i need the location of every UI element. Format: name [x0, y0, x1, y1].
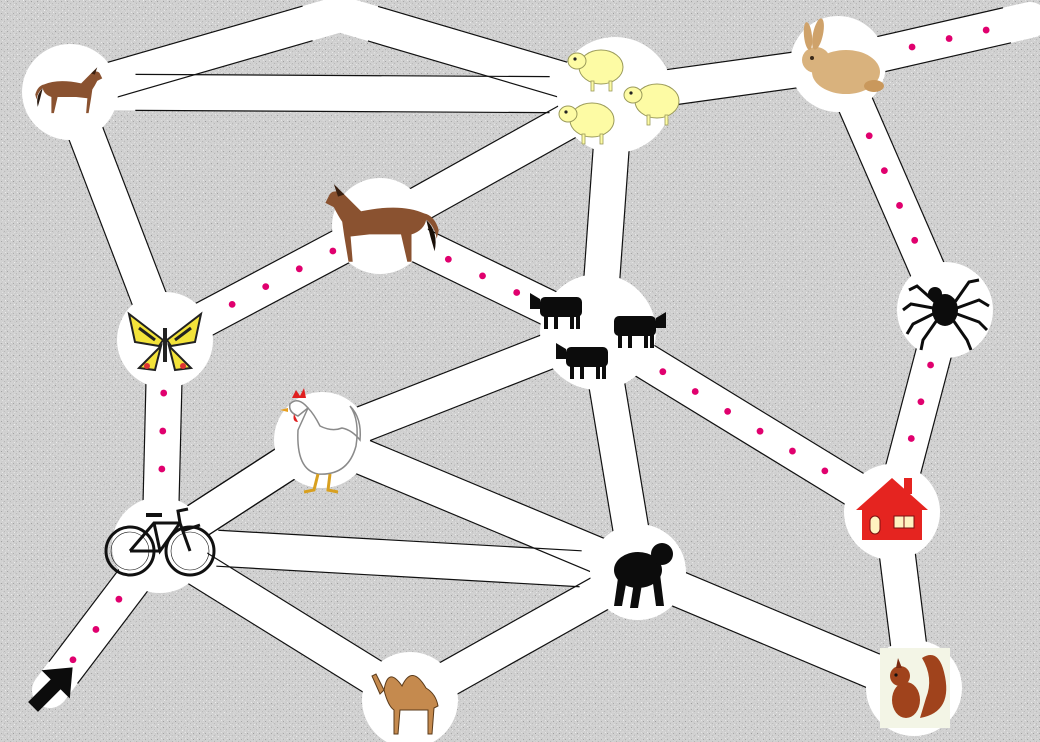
route-dot [692, 388, 699, 395]
route-dot [946, 35, 953, 42]
route-dot [160, 390, 167, 397]
route-dot [757, 428, 764, 435]
path-corridor [70, 92, 615, 95]
route-dot [262, 283, 269, 290]
route-dot [896, 202, 903, 209]
route-dot [158, 466, 165, 473]
route-dot [881, 167, 888, 174]
route-dot [909, 44, 916, 51]
route-dot [70, 656, 77, 663]
route-dot [513, 289, 520, 296]
route-dot [659, 368, 666, 375]
route-dot [329, 248, 336, 255]
route-dot [927, 362, 934, 369]
route-dot [93, 626, 100, 633]
route-dot [229, 301, 236, 308]
squirrel-icon[interactable] [880, 648, 950, 728]
route-dot [918, 398, 925, 405]
route-dot [445, 256, 452, 263]
route-dot [724, 408, 731, 415]
route-dot [983, 27, 990, 34]
route-dot [159, 428, 166, 435]
route-dot [789, 448, 796, 455]
route-dot [116, 596, 123, 603]
route-dot [908, 435, 915, 442]
route-dot [296, 265, 303, 272]
route-dot [479, 272, 486, 279]
route-dot [821, 467, 828, 474]
route-dot [866, 132, 873, 139]
route-dot [911, 237, 918, 244]
